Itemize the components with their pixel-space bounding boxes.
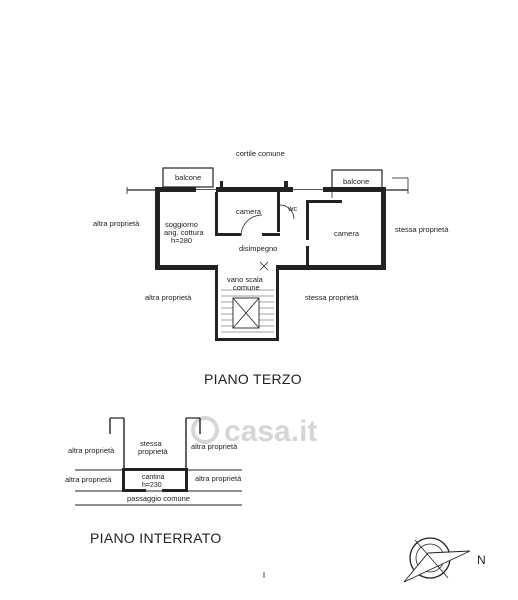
compass: N — [403, 537, 486, 583]
piano-interrato-plan: altra proprietà stessa proprietà altra p… — [65, 417, 242, 546]
label-passaggio-comune: passaggio comune — [127, 494, 190, 503]
compass-icon — [403, 537, 471, 583]
label-altra-proprieta-mid-left: altra proprietà — [145, 293, 192, 302]
label-camera-left: camera — [236, 207, 262, 216]
compass-north-label: N — [477, 553, 486, 567]
label-altra-proprieta-b1-left: altra proprietà — [68, 446, 115, 455]
label-comune: comune — [233, 283, 260, 292]
label-altra-proprieta-b2-right: altra proprietà — [195, 474, 242, 483]
watermark: casa.it — [191, 415, 317, 448]
label-ang-cottura: ang. cottura — [164, 228, 204, 237]
label-cortile-comune: cortile comune — [236, 149, 285, 158]
label-stessa: stessa — [140, 439, 163, 448]
piano-terzo-plan: cortile comune balcone balcone camera wc… — [93, 149, 449, 387]
label-camera-right: camera — [334, 229, 360, 238]
title-piano-terzo: PIANO TERZO — [204, 371, 302, 387]
label-altra-proprieta-b1-right: altra proprietà — [191, 442, 238, 451]
label-proprieta: proprietà — [138, 447, 168, 456]
label-soggiorno: soggiorno — [165, 220, 198, 229]
label-stessa-proprieta-top-right: stessa proprietà — [395, 225, 449, 234]
label-vano-scala: vano scala — [227, 275, 264, 284]
label-h280: h=280 — [171, 236, 192, 245]
label-altra-proprieta-b2-left: altra proprietà — [65, 475, 112, 484]
label-balcone-right: balcone — [343, 177, 369, 186]
watermark-text: casa.it — [224, 415, 317, 448]
label-h230: h=230 — [142, 482, 162, 489]
label-altra-proprieta-top-left: altra proprietà — [93, 219, 140, 228]
label-balcone-left: balcone — [175, 173, 201, 182]
label-disimpegno: disimpegno — [239, 244, 277, 253]
label-cantina: cantina — [142, 474, 165, 481]
label-stessa-proprieta-mid-right: stessa proprietà — [305, 293, 359, 302]
label-wc: wc — [287, 204, 297, 213]
title-piano-interrato: PIANO INTERRATO — [90, 530, 222, 546]
